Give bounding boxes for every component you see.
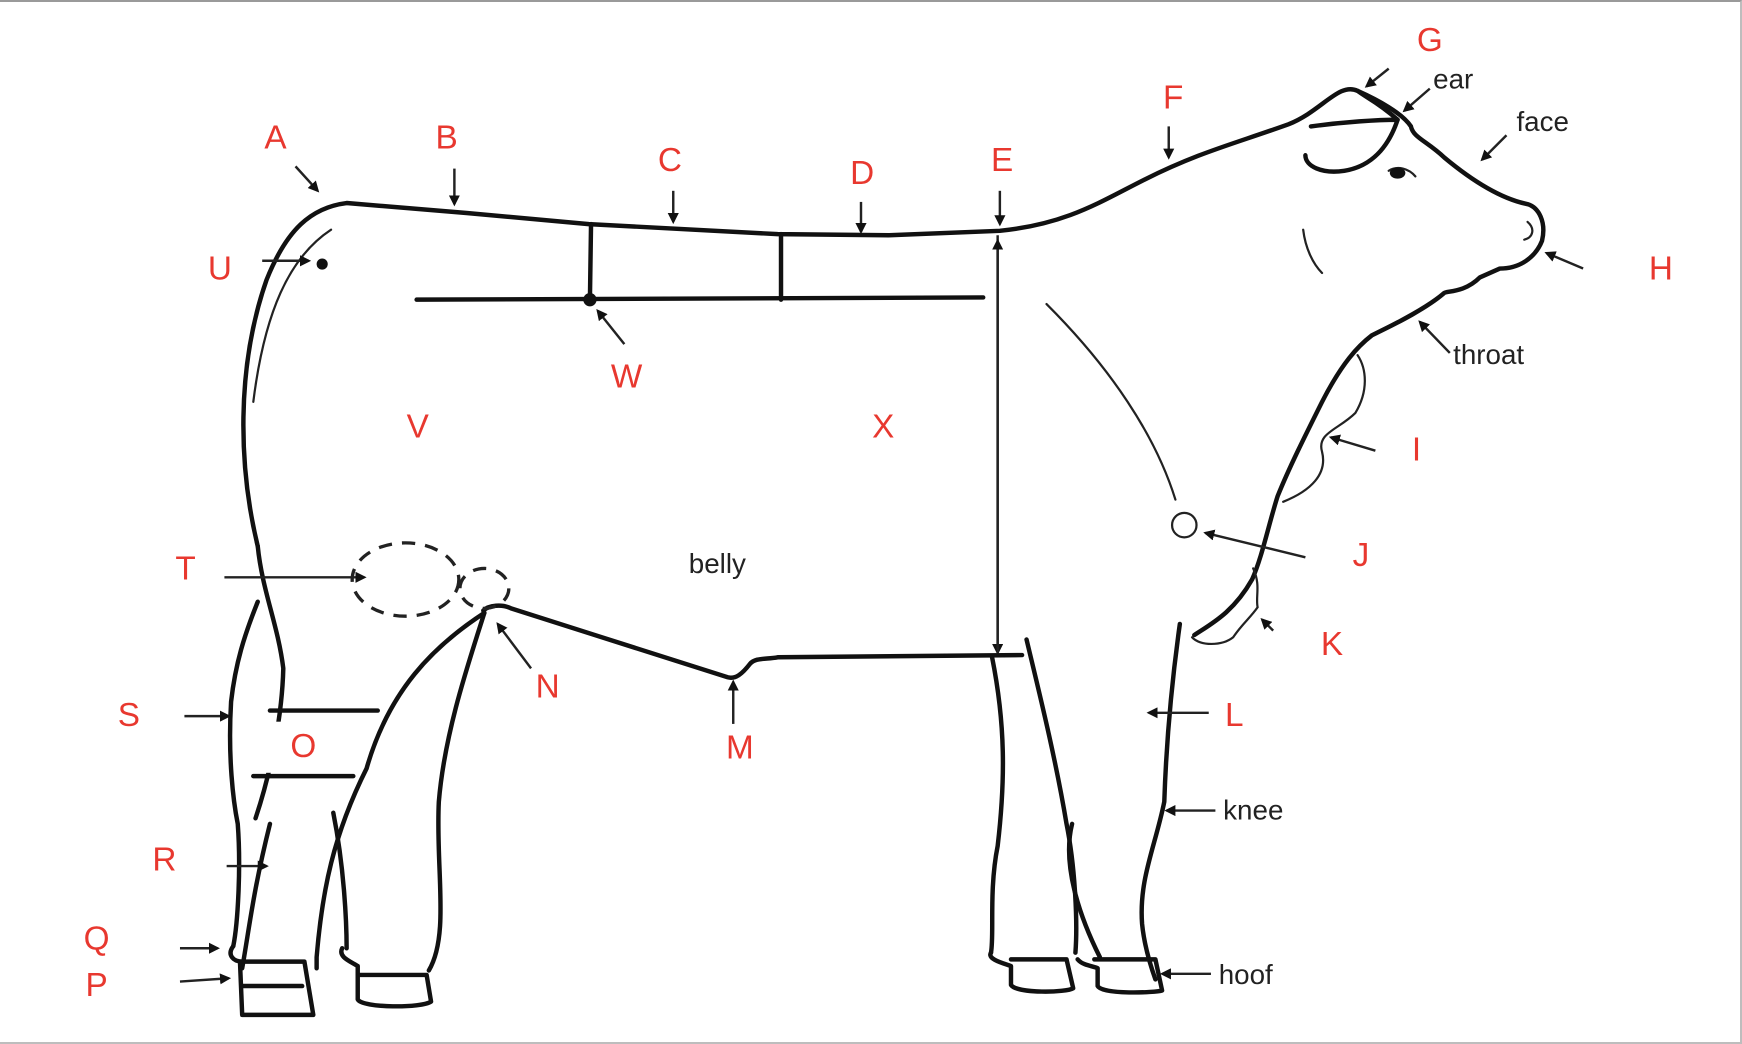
label-i: I [1412,432,1421,469]
label-h: H [1649,251,1673,288]
cattle-body-outline [241,87,1546,646]
label-d: D [850,155,874,192]
label-m: M [726,729,754,766]
label-t: T [175,551,195,588]
letter-labels: A B C D E F G H I J K L M N O P Q R S T … [84,22,1673,1004]
term-hoof: hoof [1219,959,1273,990]
term-knee: knee [1223,794,1283,825]
label-c: C [658,142,682,179]
label-e: E [991,142,1013,179]
label-x: X [872,408,894,445]
label-n: N [536,668,560,705]
term-belly: belly [689,548,746,579]
label-k: K [1321,626,1343,663]
label-j: J [1353,537,1370,574]
label-s: S [118,697,140,734]
label-o-box [251,721,358,773]
loin-lines [414,221,986,307]
label-g: G [1417,22,1443,59]
label-u: U [208,251,232,288]
label-r: R [152,842,176,879]
label-v: V [407,408,430,445]
front-legs [988,621,1183,995]
term-labels: ear face throat belly knee hoof [689,64,1569,990]
label-l: L [1225,697,1244,734]
label-p: P [86,967,108,1004]
underline [481,603,1025,680]
hind-legs [227,543,487,1018]
term-face: face [1516,106,1568,137]
term-throat: throat [1453,339,1524,370]
label-q: Q [84,920,110,957]
label-b: B [435,120,457,157]
label-o: O [290,728,316,765]
label-a: A [264,120,287,157]
pointer-arrows [179,67,1584,985]
label-f: F [1163,80,1183,117]
term-ear: ear [1433,64,1473,95]
flank-dashed-region [350,541,461,618]
label-w: W [611,358,643,395]
